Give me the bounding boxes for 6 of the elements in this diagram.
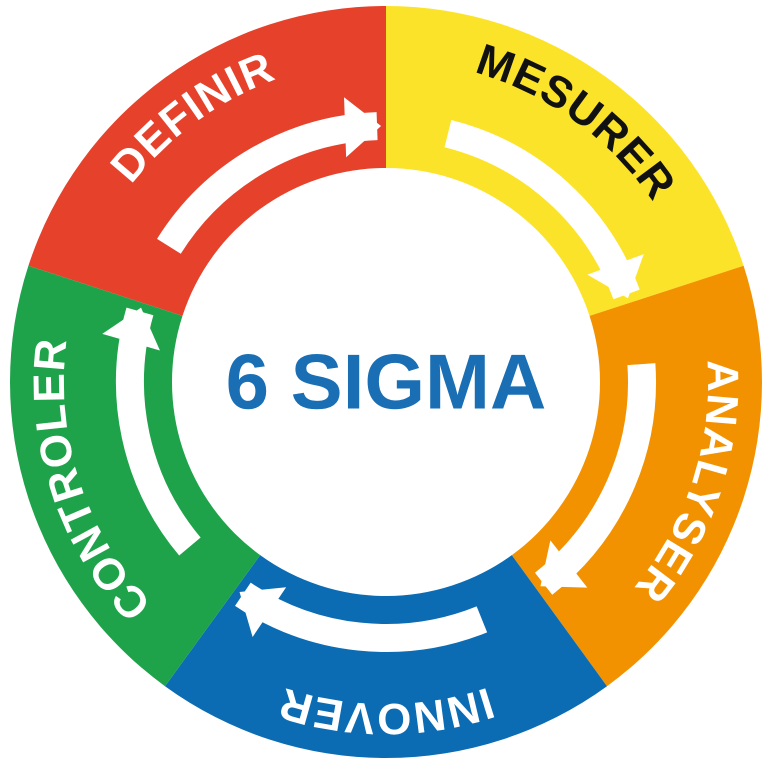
- center-title: 6 SIGMA: [226, 336, 546, 428]
- arrow: [534, 364, 656, 594]
- arrow: [236, 582, 486, 652]
- arrow: [158, 99, 382, 254]
- step-label: INNOVER: [273, 678, 500, 744]
- ring-segment: [28, 6, 386, 316]
